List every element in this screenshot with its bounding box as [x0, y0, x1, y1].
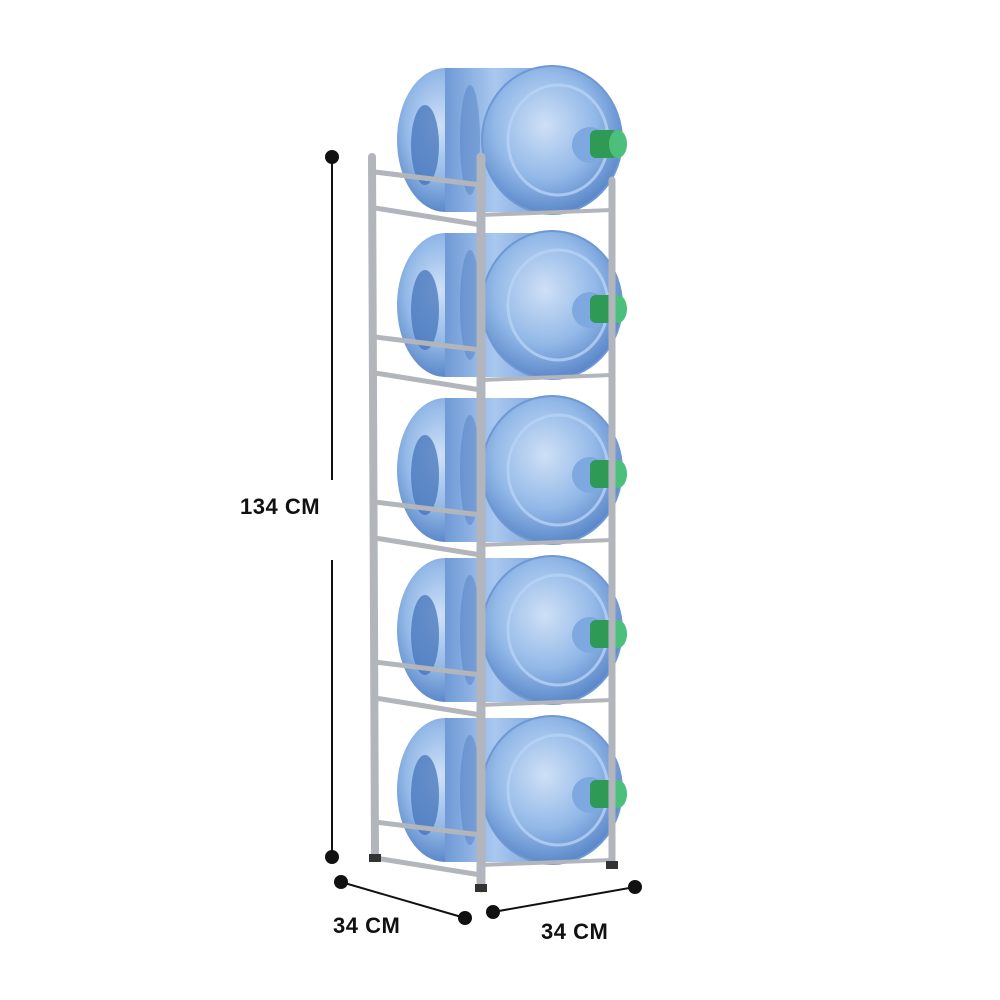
- rack-bar: [372, 370, 484, 393]
- rack-frame: [368, 152, 618, 893]
- rack-bar: [479, 858, 614, 867]
- rack-bar: [372, 205, 484, 228]
- dimension-lines: [325, 150, 642, 925]
- height-label: 134 CM: [240, 494, 321, 519]
- water-bottle: [397, 715, 627, 865]
- rack-bar: [372, 169, 484, 188]
- rack-bar: [372, 695, 484, 718]
- rack-foot: [369, 854, 381, 862]
- water-bottle: [397, 230, 627, 380]
- rack-bar: [479, 698, 614, 707]
- depth-line: [340, 881, 466, 919]
- rack-bar: [372, 499, 484, 518]
- depth-label: 34 CM: [333, 913, 401, 938]
- rack-bar: [372, 855, 484, 878]
- rack-foot: [606, 861, 618, 869]
- water-bottle: [397, 555, 627, 705]
- rack-bar: [479, 208, 614, 217]
- rack-bar: [479, 373, 614, 382]
- water-bottles: [397, 65, 627, 865]
- rack-bar: [372, 819, 484, 838]
- rack-foot: [475, 884, 487, 892]
- water-bottle: [397, 395, 627, 545]
- water-bottle: [397, 65, 627, 215]
- width-line: [492, 886, 636, 913]
- rack-post: [368, 153, 379, 862]
- height-dot-top: [325, 150, 339, 164]
- width-label: 34 CM: [541, 919, 609, 944]
- rack-bar: [372, 659, 484, 678]
- rack-bar: [372, 334, 484, 353]
- height-dot-bottom: [325, 850, 339, 864]
- rack-bar: [479, 538, 614, 547]
- rack-bar: [372, 535, 484, 558]
